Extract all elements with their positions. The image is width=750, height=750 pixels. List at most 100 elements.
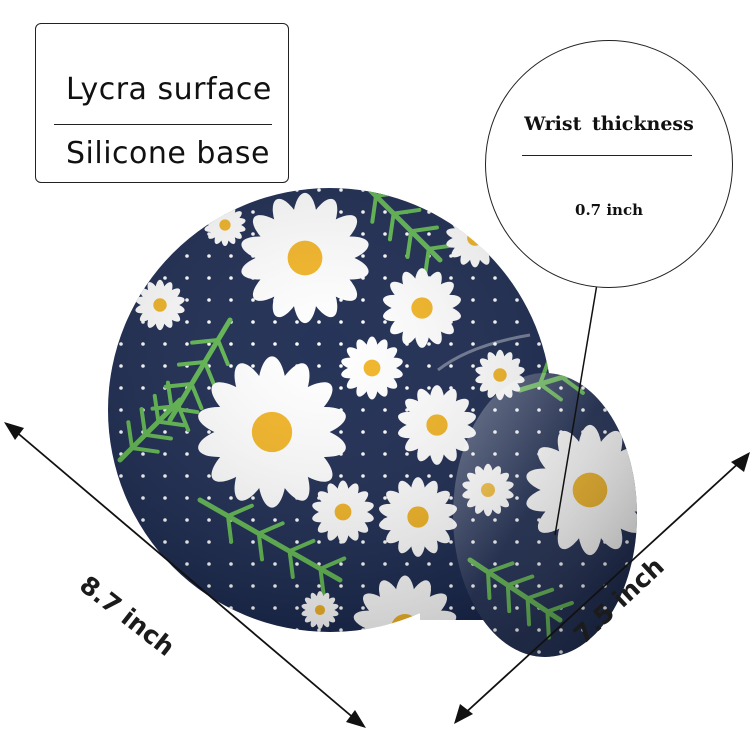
- dot: [449, 650, 453, 654]
- dot: [405, 628, 409, 632]
- dot: [449, 628, 453, 632]
- dot: [185, 584, 189, 588]
- dot: [339, 650, 343, 654]
- dot: [185, 650, 189, 654]
- dot: [603, 298, 607, 302]
- dot: [361, 650, 365, 654]
- dot: [427, 650, 431, 654]
- dot: [625, 386, 629, 390]
- dot: [229, 188, 233, 192]
- dot: [647, 342, 651, 346]
- dot: [493, 254, 497, 258]
- dot: [471, 650, 475, 654]
- dot: [625, 408, 629, 412]
- dot: [141, 562, 145, 566]
- dot: [625, 650, 629, 654]
- dot: [581, 342, 585, 346]
- dot: [471, 232, 475, 236]
- dot: [119, 562, 123, 566]
- dot: [647, 452, 651, 456]
- dot: [383, 188, 387, 192]
- wrist-thickness-callout: Wrist thickness 0.7 inch: [485, 40, 733, 288]
- dot: [185, 188, 189, 192]
- dot: [141, 210, 145, 214]
- dot: [625, 342, 629, 346]
- dot: [163, 210, 167, 214]
- dot: [471, 210, 475, 214]
- dot: [603, 320, 607, 324]
- dot: [449, 188, 453, 192]
- dot: [383, 628, 387, 632]
- dot: [141, 650, 145, 654]
- dot: [449, 210, 453, 214]
- dot: [163, 562, 167, 566]
- dot: [163, 232, 167, 236]
- dot: [207, 650, 211, 654]
- dot: [163, 188, 167, 192]
- dot: [581, 650, 585, 654]
- width-dimension-arrow: [4, 422, 366, 728]
- dot: [647, 364, 651, 368]
- dot: [251, 188, 255, 192]
- dot: [119, 540, 123, 544]
- dot: [163, 254, 167, 258]
- dot: [647, 628, 651, 632]
- dot: [405, 650, 409, 654]
- dot: [119, 496, 123, 500]
- dot: [493, 650, 497, 654]
- dot: [625, 364, 629, 368]
- dot: [471, 188, 475, 192]
- dot: [119, 650, 123, 654]
- dot: [295, 650, 299, 654]
- dot: [647, 298, 651, 302]
- dot: [185, 628, 189, 632]
- dot: [603, 386, 607, 390]
- wrist-thickness-value: 0.7 inch: [575, 201, 643, 219]
- dot: [185, 232, 189, 236]
- wrist-rest-gloss: [453, 373, 637, 657]
- dot: [141, 584, 145, 588]
- dot: [207, 606, 211, 610]
- dot: [625, 430, 629, 434]
- dot: [647, 650, 651, 654]
- callout-divider: [522, 155, 692, 156]
- dot: [559, 298, 563, 302]
- dot: [273, 628, 277, 632]
- dot: [647, 474, 651, 478]
- dot: [581, 320, 585, 324]
- dot: [119, 298, 123, 302]
- material-label-box: Lycra surface Silicone base: [35, 23, 289, 183]
- depth-dimension-arrow: [454, 452, 750, 724]
- dot: [119, 188, 123, 192]
- dot: [207, 628, 211, 632]
- dot: [251, 650, 255, 654]
- dot: [119, 210, 123, 214]
- dot: [163, 584, 167, 588]
- dot: [141, 232, 145, 236]
- dot: [647, 496, 651, 500]
- dot: [603, 364, 607, 368]
- silicone-base-label: Silicone base: [66, 136, 270, 171]
- dot: [647, 606, 651, 610]
- dot: [119, 254, 123, 258]
- dot: [647, 320, 651, 324]
- dot: [537, 276, 541, 280]
- dot: [119, 320, 123, 324]
- material-divider: [54, 124, 272, 125]
- dot: [515, 276, 519, 280]
- dot: [141, 276, 145, 280]
- dot: [273, 188, 277, 192]
- dot: [493, 232, 497, 236]
- dot: [383, 650, 387, 654]
- callout-pointer-line: [554, 277, 599, 536]
- dot: [229, 628, 233, 632]
- dot: [537, 298, 541, 302]
- dot: [647, 386, 651, 390]
- dot: [647, 430, 651, 434]
- dot: [537, 320, 541, 324]
- dot: [559, 320, 563, 324]
- dot: [515, 254, 519, 258]
- dot: [119, 276, 123, 280]
- lycra-surface-label: Lycra surface: [66, 72, 272, 107]
- dot: [317, 650, 321, 654]
